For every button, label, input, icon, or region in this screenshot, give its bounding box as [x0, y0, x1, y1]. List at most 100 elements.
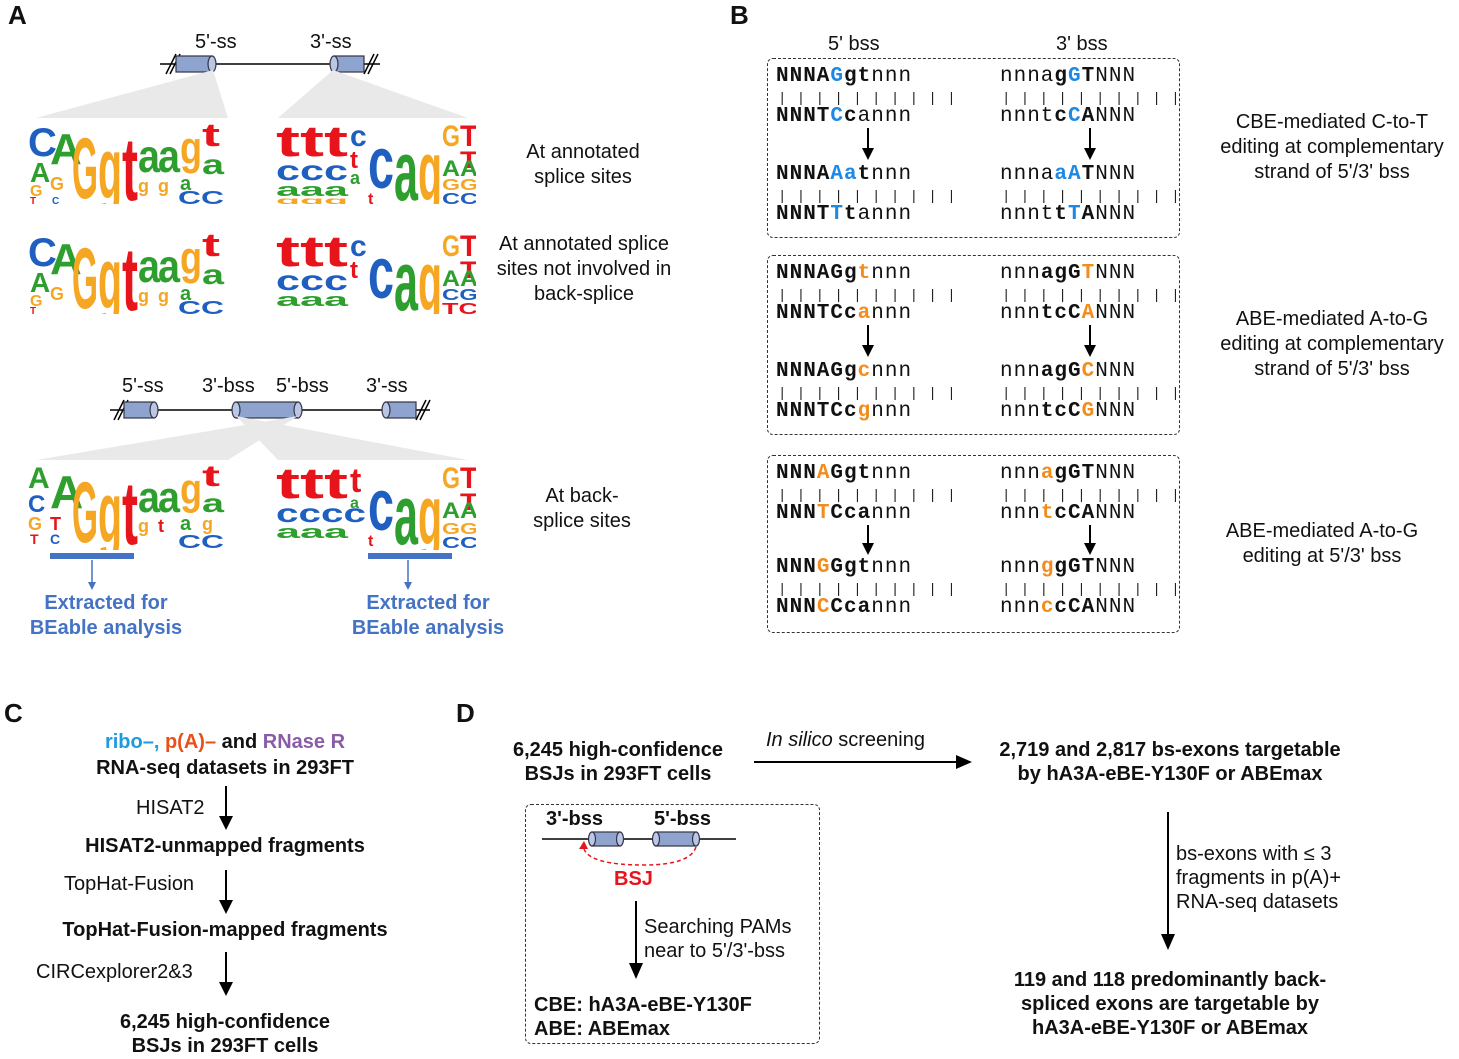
svg-text:G: G: [72, 121, 98, 204]
svg-text:T: T: [460, 120, 476, 153]
abe-direct-description: ABE-mediated A-to-G editing at 5'/3' bss: [1225, 520, 1419, 567]
abe2-3bss-top: nnnagGTNNN: [1000, 462, 1137, 485]
svg-text:A: A: [50, 235, 82, 284]
search-line2: near to 5'/3'-bss: [644, 940, 786, 962]
svg-text:a: a: [350, 168, 361, 188]
cbe-5bss-bottom: NNNTCcannn: [776, 105, 913, 128]
inset-graphics: [542, 831, 736, 979]
final-bsj-line1: 6,245 high-confidence: [119, 1011, 331, 1033]
panel-b-label: B: [730, 0, 749, 30]
abe-complementary-description: ABE-mediated A-to-G editing at complemen…: [1220, 308, 1444, 380]
final-bsj-line2: BSJs in 293FT cells: [131, 1035, 319, 1057]
tophat-step: TopHat-Fusion: [64, 873, 195, 895]
hisat2-result: HISAT2-unmapped fragments: [85, 835, 365, 857]
svg-text:AA: AA: [442, 266, 476, 291]
svg-text:g: g: [180, 122, 202, 174]
extracted-right-label: Extracted for BEable analysis: [351, 592, 505, 639]
cbe-3bss-bottom-edited: nnnttTANNN: [1000, 203, 1137, 226]
col-3bss-label: 3' bss: [1056, 33, 1108, 55]
abe1-5bss-bottom-edited: NNNTCcgnnn: [776, 400, 913, 423]
pa-label: p(A)–: [164, 731, 217, 753]
svg-text:G: G: [442, 120, 460, 153]
bottom-bss5-label: 5'-bss: [276, 375, 329, 397]
inset-bss5-label: 5'-bss: [654, 808, 712, 830]
extracted-left-label: Extracted for BEable analysis: [29, 592, 183, 639]
logo-acceptor-nonbs: ttt ccc aaa c t c a g G T T AA CG TC: [276, 227, 476, 314]
cbe-3bss-top-edited: nnnaaATNNN: [1000, 163, 1137, 186]
panel-b-arrows: [862, 128, 1096, 555]
svg-text:t: t: [368, 191, 374, 204]
abe1-5bss-bottom: NNNTCcannn: [776, 302, 913, 325]
row1-label: At annotated splice sites: [526, 141, 640, 188]
svg-text:aaa: aaa: [276, 180, 350, 200]
svg-text:G: G: [72, 465, 98, 550]
svg-text:g: g: [418, 468, 442, 550]
abe1-5bss-top-edited: NNNAGgcnnn: [776, 360, 913, 383]
abe1-3bss-top-edited: nnnagGCNNN: [1000, 360, 1137, 383]
abe2-3bss-top-edited: nnnggGTNNN: [1000, 556, 1137, 579]
svg-text:T: T: [460, 230, 476, 263]
svg-text:g: g: [418, 124, 442, 204]
svg-text:a: a: [350, 495, 359, 512]
svg-text:a: a: [138, 473, 160, 522]
top-ss5-label: 5'-ss: [195, 31, 237, 53]
svg-text:t: t: [350, 257, 358, 284]
svg-text:G: G: [50, 174, 64, 194]
svg-text:c: c: [368, 234, 394, 314]
logo-donor-annotated: C A G T A G C G g t a g a g g a t a CC: [28, 117, 225, 204]
svg-text:C: C: [28, 121, 57, 165]
panel-c-label: C: [4, 698, 23, 728]
logo-donor-nonbs: C A G T A G G g t a g a g g a t a CC: [28, 227, 225, 314]
abe2-3bss-bottom-edited: nnnccCANNN: [1000, 596, 1137, 619]
bsj-inset-box: 3'-bss 5'-bss BSJ Searching PAMs near to…: [525, 804, 820, 1044]
filter-line2: fragments in p(A)+: [1176, 867, 1342, 889]
svg-text:a: a: [394, 124, 419, 204]
svg-text:A: A: [50, 125, 82, 174]
cbe-description: CBE-mediated C-to-T editing at complemen…: [1220, 111, 1444, 183]
final-line2: spliced exons are targetable by: [1021, 993, 1319, 1015]
ribo-label: ribo–,: [104, 731, 160, 753]
cbe-5bss-top-edited: NNNAAatnnn: [776, 163, 913, 186]
abe2-3bss-bottom: nnntcCANNN: [1000, 502, 1137, 525]
svg-text:A: A: [30, 157, 50, 188]
svg-text:GG: GG: [442, 177, 476, 194]
inset-bss3-label: 3'-bss: [546, 808, 604, 830]
svg-text:t: t: [202, 227, 221, 263]
svg-text:g: g: [180, 232, 202, 284]
in-silico-text: In silico: [766, 729, 833, 751]
bsj-line1: 6,245 high-confidence: [512, 739, 724, 761]
svg-text:t: t: [350, 462, 361, 500]
svg-text:C: C: [28, 231, 57, 275]
svg-text:CC: CC: [178, 532, 224, 550]
svg-text:g: g: [98, 231, 122, 314]
svg-text:T: T: [460, 147, 476, 174]
panel-c-arrows: [219, 786, 233, 996]
abe1-3bss-bottom-edited: nnntcCGNNN: [1000, 400, 1137, 423]
svg-text:a: a: [180, 173, 192, 195]
svg-text:T: T: [30, 306, 36, 314]
svg-text:GG: GG: [442, 521, 476, 538]
cbe-box: NNNAGgtnnn | | | | | | | | | | NNNTCcann…: [767, 58, 1180, 238]
cbe-editor-line: CBE: hA3A-eBE-Y130F: [534, 994, 752, 1016]
rnase-label: RNase R: [262, 731, 346, 753]
svg-text:a: a: [138, 130, 160, 182]
svg-text:c: c: [350, 230, 367, 263]
abe2-5bss-bottom-edited: NNNCCcannn: [776, 596, 913, 619]
svg-text:t: t: [122, 464, 138, 550]
svg-text:T: T: [460, 489, 476, 516]
svg-text:C: C: [28, 491, 45, 518]
svg-text:t: t: [122, 230, 138, 314]
panel-d-label: D: [456, 698, 475, 728]
svg-text:A: A: [28, 462, 50, 495]
svg-text:t: t: [158, 516, 164, 536]
svg-text:t: t: [350, 147, 358, 174]
bottom-ss5-label: 5'-ss: [122, 375, 164, 397]
abe2-5bss-bottom: NNNTCcannn: [776, 502, 913, 525]
and-label: and: [221, 731, 258, 753]
abe2-5bss-top: NNNAGgtnnn: [776, 462, 913, 485]
svg-text:a: a: [158, 130, 180, 182]
svg-text:T: T: [30, 196, 36, 204]
cbe-5bss-bottom-edited: NNNTTtannn: [776, 203, 913, 226]
svg-text:t: t: [122, 120, 138, 204]
svg-text:T: T: [50, 514, 61, 534]
